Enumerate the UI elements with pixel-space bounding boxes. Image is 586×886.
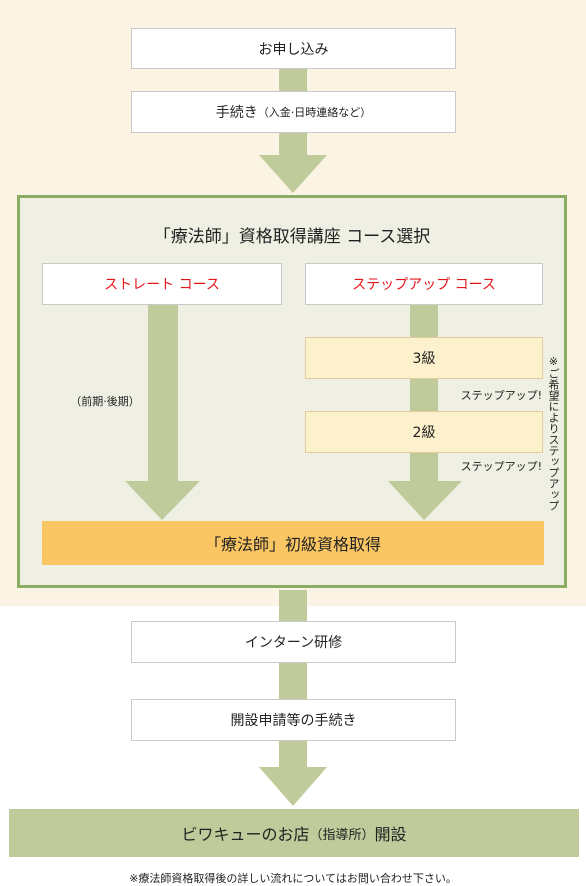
arrow-shaft-to-opening (279, 662, 307, 702)
step-procedure-box: 手続き（入金·日時連絡など） (131, 91, 456, 133)
final-tail-label: 開設 (374, 825, 407, 844)
stepup-label-1: ステップアップ! (460, 389, 542, 402)
final-small-label: （指導所） (309, 827, 375, 843)
arrow-head-to-final (259, 767, 327, 806)
arrow-head-to-course (259, 155, 327, 193)
stepup-course-label: ステップアップ コース (352, 277, 496, 293)
arrow-shaft-to-final (279, 740, 307, 768)
arrow-shaft-procedure (279, 132, 307, 156)
step-apply-label: お申し込み (258, 41, 329, 58)
opening-procedure-label: 開設申請等の手続き (230, 713, 357, 729)
level2-box: 2級 (305, 411, 543, 453)
step-procedure-label: 手続き (215, 105, 258, 121)
stepup-course-box: ステップアップ コース (305, 263, 543, 305)
opening-procedure-box: 開設申請等の手続き (131, 699, 456, 741)
level3-label: 3級 (412, 351, 436, 367)
level3-box: 3級 (305, 337, 543, 379)
final-opening-bar: ビワキューのお店（指導所）開設 (9, 809, 579, 857)
intern-box: インターン研修 (131, 621, 456, 663)
result-box: 「療法師」初級資格取得 (42, 521, 544, 565)
straight-course-label: ストレート コース (104, 277, 220, 293)
straight-course-box: ストレート コース (42, 263, 282, 305)
final-main-label: ビワキューのお店 (181, 825, 310, 844)
step-apply-box: お申し込み (131, 28, 456, 69)
arrow-shaft-to-intern (279, 590, 307, 622)
stepup-side-note: ※ご希望によりステップアップ (547, 355, 560, 511)
level2-label: 2級 (412, 425, 436, 441)
course-title: 「療法師」資格取得講座 コース選択 (153, 227, 431, 247)
stepup-label-2: ステップアップ! (460, 460, 542, 473)
term-note: （前期·後期） (70, 395, 140, 408)
intern-label: インターン研修 (244, 635, 343, 651)
footnote: ※療法師資格取得後の詳しい流れについてはお問い合わせ下さい。 (129, 872, 457, 885)
arrow-shaft-apply (279, 68, 307, 92)
step-procedure-note: （入金·日時連絡など） (257, 106, 372, 119)
result-label: 「療法師」初級資格取得 (204, 535, 381, 554)
